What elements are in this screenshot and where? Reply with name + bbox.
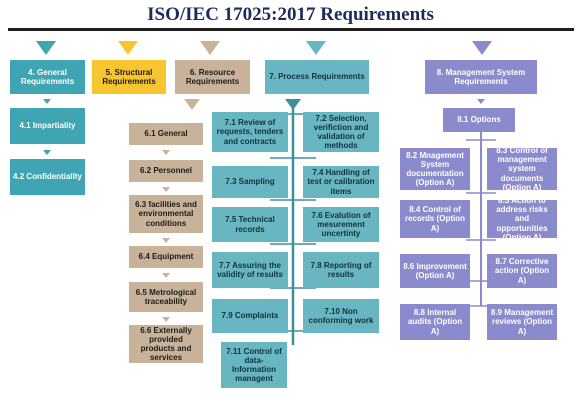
management-options: 8.1 Options xyxy=(443,108,515,132)
process-item-7-3: 7.3 Sampling xyxy=(212,166,288,198)
management-item-8-6: 8.6 Improvement (Option A) xyxy=(400,254,470,288)
resource-triangle-icon xyxy=(200,41,220,55)
resource-item-general: 6.1 General xyxy=(129,123,203,145)
resource-requirements-header: 6. Resource Requirements xyxy=(175,60,250,94)
arrow-down-icon xyxy=(43,99,51,104)
process-item-7-8: 7.8 Reporting of results xyxy=(303,252,379,288)
arrow-down-icon xyxy=(162,273,170,278)
process-item-7-10: 7.10 Non conforming work xyxy=(303,299,379,333)
page-title: ISO/IEC 17025:2017 Requirements xyxy=(147,4,434,25)
management-item-8-4: 8.4 Control of records (Option A) xyxy=(400,200,470,238)
management-triangle-icon xyxy=(472,41,492,55)
process-item-7-1: 7.1 Review of requests, tenders and cont… xyxy=(212,112,288,152)
arrow-down-icon xyxy=(162,317,170,322)
arrow-down-icon xyxy=(477,99,485,104)
general-item-impartiality: 4.1 Impartiality xyxy=(10,108,85,144)
management-item-8-2: 8.2 Mnagement System documentation (Opti… xyxy=(400,148,470,190)
arrow-down-icon xyxy=(43,150,51,155)
management-item-8-7: 8.7 Corrective action (Option A) xyxy=(487,254,557,288)
process-item-7-6: 7.6 Evalution of mesurement uncertinty xyxy=(303,207,379,242)
resource-item-external-products: 6.6 Externally provided products and ser… xyxy=(129,325,203,363)
arrow-down-icon xyxy=(162,187,170,192)
process-item-7-4: 7.4 Handling of test or calibration item… xyxy=(303,166,379,198)
title-underline xyxy=(8,28,574,31)
general-triangle-icon xyxy=(36,41,56,55)
resource-arrow-icon xyxy=(184,99,200,110)
management-item-8-9: 8.9 Management reviews (Option A) xyxy=(487,304,557,340)
structural-requirements-header: 5. Structural Requirements xyxy=(92,60,166,94)
process-spine-arrow-icon xyxy=(285,99,301,110)
resource-item-equipment: 6.4 Equipment xyxy=(129,246,203,268)
resource-item-personnel: 6.2 Personnel xyxy=(129,160,203,182)
resource-item-facilities: 6.3 facilities and environmental conditi… xyxy=(129,195,203,233)
general-requirements-header: 4. General Requirements xyxy=(10,60,85,94)
management-requirements-header: 8. Management System Requirements xyxy=(425,60,537,94)
arrow-down-icon xyxy=(162,150,170,155)
process-item-7-2: 7.2 Selection, verifiction and validatio… xyxy=(303,112,379,152)
arrow-down-icon xyxy=(162,238,170,243)
management-item-8-8: 8.8 Internal audits (Option A) xyxy=(400,304,470,340)
management-item-8-5: 8.5 Action to address risks and opportun… xyxy=(487,196,557,242)
process-requirements-header: 7. Process Requirements xyxy=(265,60,369,94)
process-item-7-11: 7.11 Control of data- Information manage… xyxy=(221,342,287,388)
structural-triangle-icon xyxy=(118,41,138,55)
process-item-7-5: 7.5 Technical records xyxy=(212,207,288,242)
resource-item-traceability: 6.5 Metrological traceability xyxy=(129,282,203,312)
process-triangle-icon xyxy=(306,41,326,55)
process-item-7-7: 7.7 Assuring the validity of results xyxy=(212,252,288,288)
general-item-confidentiality: 4.2 Confidentiallty xyxy=(10,159,85,195)
management-item-8-3: 8.3 Control of management system documen… xyxy=(487,146,557,192)
process-item-7-9: 7.9 Complaints xyxy=(212,299,288,333)
